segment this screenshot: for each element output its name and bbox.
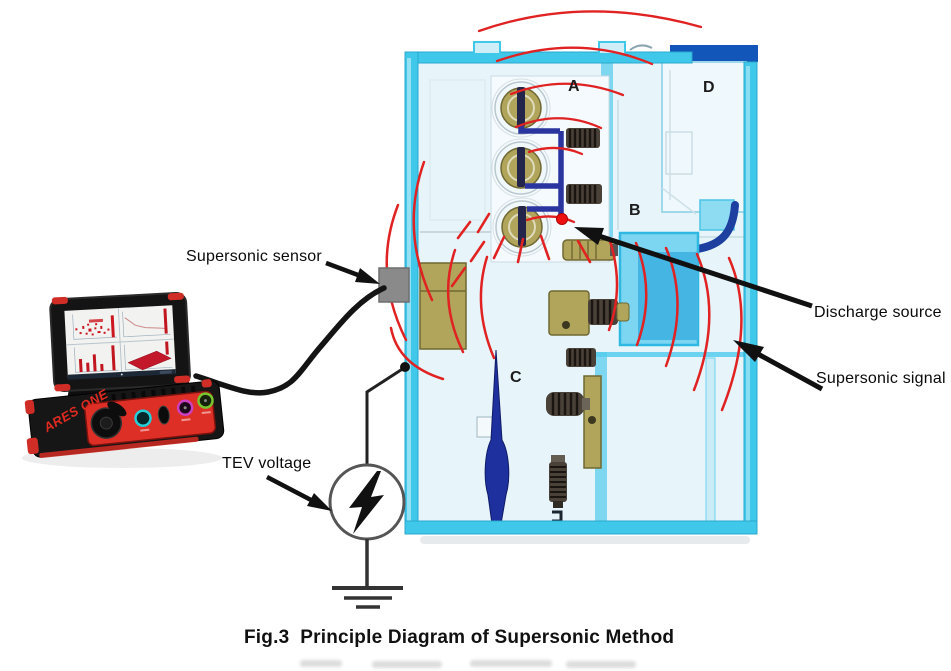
supersonic-sensor-label: Supersonic sensor [186, 248, 322, 265]
connector-teal [134, 409, 152, 427]
compartment-d-label: D [703, 79, 715, 96]
threaded-stud [546, 392, 590, 416]
screen-chart-bars [78, 345, 116, 373]
device-tablet [49, 292, 191, 392]
threaded-stud [566, 184, 602, 204]
threaded-stud [566, 348, 596, 367]
contact-arm-lower [548, 290, 630, 336]
cabinet-right-wall [743, 61, 758, 535]
contact-arm-upper [562, 239, 618, 261]
power-cable [693, 201, 739, 253]
annotation-arrows [265, 227, 824, 511]
tev-source-symbol [328, 362, 410, 609]
top-tab [473, 41, 501, 55]
tev-voltage-label: TEV voltage [222, 455, 312, 472]
supersonic-signal-label: Supersonic signal [816, 370, 946, 387]
d-panel-line2 [661, 70, 697, 215]
tev-voltage-arrow [265, 475, 332, 511]
tev-wire [365, 366, 405, 466]
supersonic-sensor [378, 267, 410, 303]
bushing-3 [492, 197, 552, 257]
cropped-text-remnant [300, 660, 342, 667]
bushing-2 [491, 138, 551, 198]
mid-divider [580, 352, 757, 357]
screen-chart-3d [127, 350, 172, 371]
earth-ground-icon [332, 586, 403, 609]
supersonic-signal-arrow [733, 340, 824, 392]
latch-detail [629, 44, 653, 51]
sensor-cable [193, 285, 387, 396]
cabinet-top-wall [404, 51, 693, 64]
discharge-source-arrow [574, 227, 813, 309]
cabinet-bottom-wall [404, 520, 758, 535]
threaded-stud [566, 128, 600, 148]
wall-highlight [746, 66, 750, 530]
compartment-b-label: B [629, 202, 641, 219]
figure-caption: Fig.3 Principle Diagram of Supersonic Me… [244, 627, 675, 648]
lightning-bolt-icon [349, 471, 384, 534]
cropped-text-remnant [566, 661, 636, 668]
supersonic-sensor-arrow [325, 260, 380, 284]
compartment-c-label: C [510, 369, 522, 386]
knob-lever [107, 401, 127, 417]
panel-outline [429, 79, 486, 221]
measuring-device: ARES ONE [22, 292, 225, 468]
device-base: ARES ONE [24, 379, 225, 459]
c-panel-box [476, 416, 493, 438]
discharge-point-dot [556, 213, 568, 225]
discharge-source-label: Discharge source [814, 304, 942, 321]
d-panel-line [665, 131, 693, 175]
cropped-text-remnant [372, 661, 442, 668]
cropped-text-remnant [470, 660, 552, 667]
bolt-head [588, 416, 596, 424]
tev-contact-dot [400, 362, 410, 372]
switchgear-cabinet [404, 41, 758, 544]
vent-grooves [91, 385, 196, 406]
cabinet-shadow [420, 536, 750, 544]
busbar [518, 125, 564, 218]
connector-keyhole [157, 405, 170, 425]
screen-chart-scatter [75, 315, 115, 338]
compartment-a-label: A [568, 78, 580, 95]
inner-right-wall [705, 357, 716, 522]
